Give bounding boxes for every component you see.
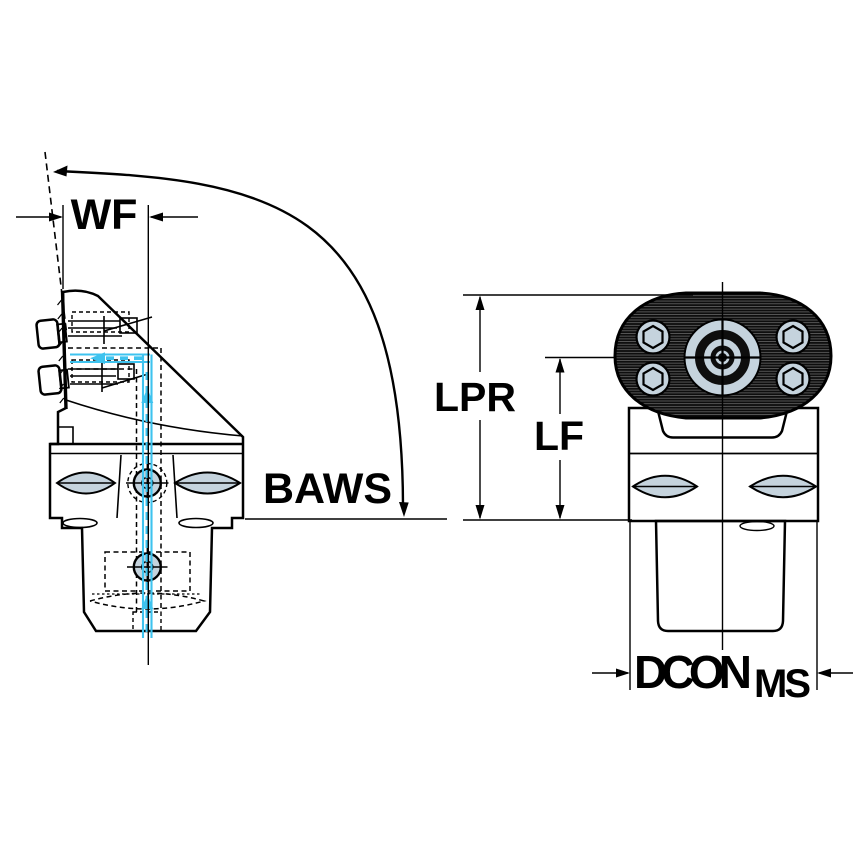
coolant-arrow-up-1: [141, 388, 154, 403]
center-screw-lower: [127, 546, 168, 588]
boss-sides: [116, 454, 178, 519]
face-extension-dashed: [44, 151, 68, 333]
label-lf: LF: [534, 413, 584, 459]
face-serration: [57, 299, 65, 404]
front-lens-left: [631, 474, 699, 499]
center-screw-upper: [126, 461, 169, 505]
side-view-outline: [48, 289, 245, 633]
hex-screw-top-left: [635, 319, 671, 355]
label-wf: WF: [71, 191, 138, 239]
cartridge-details: [68, 316, 153, 392]
slot-bottom-right: [178, 517, 214, 529]
side-view: [35, 151, 245, 665]
label-dcon-subscript: MS: [754, 662, 811, 706]
lens-slot-right: [173, 471, 242, 495]
head-underside-curve: [65, 399, 244, 437]
label-dcon: DCON: [634, 646, 752, 698]
front-lens-right: [748, 474, 818, 499]
hex-screw-bottom-right: [775, 361, 811, 397]
dimension-wf: WF: [16, 191, 198, 289]
label-lpr: LPR: [434, 374, 516, 420]
dimension-baws: BAWS: [53, 165, 447, 520]
coolant-channel: [70, 352, 154, 638]
coolant-arrow-up-2: [141, 594, 154, 609]
shank-top-oval: [739, 520, 775, 532]
label-baws: BAWS: [263, 465, 392, 513]
front-face-edge: [60, 290, 68, 410]
front-view: [613, 282, 833, 650]
hex-screw-bottom-left: [635, 361, 671, 397]
corner-notch: [58, 426, 74, 444]
front-shank: [654, 519, 787, 633]
lens-slot-left: [55, 471, 117, 495]
coolant-arrow-left: [90, 352, 105, 365]
baws-arc: [56, 169, 405, 506]
hex-screw-top-right: [775, 319, 811, 355]
dimension-lpr: LPR: [434, 294, 693, 521]
dimension-lf: LF: [534, 356, 616, 520]
front-body: [627, 406, 820, 523]
slot-bottom-left: [62, 517, 98, 529]
dimension-dcon-ms: DCON MS: [592, 522, 853, 706]
